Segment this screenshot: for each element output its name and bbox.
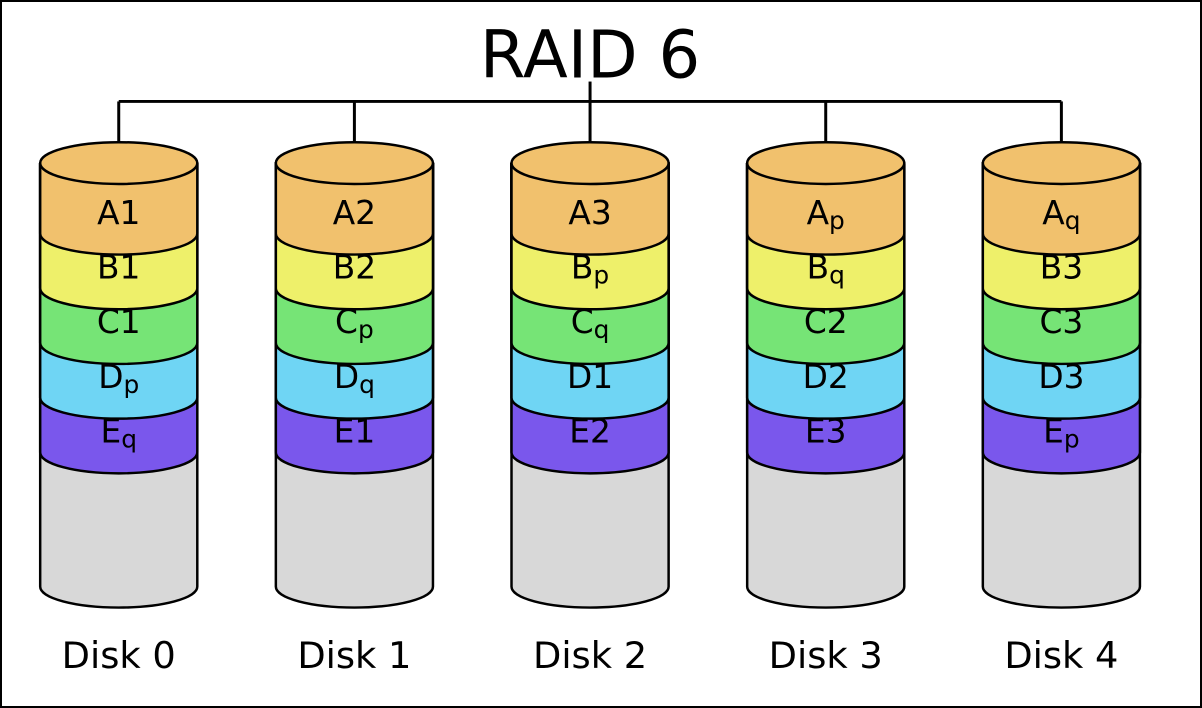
- block-label: E2: [569, 413, 611, 451]
- block-label: B3: [1040, 248, 1083, 286]
- block-label-base: D: [98, 358, 123, 396]
- block-label-sub: q: [1065, 205, 1081, 234]
- block-label-sub: q: [121, 424, 137, 453]
- block-label-base: E2: [569, 413, 611, 451]
- block-label-base: E1: [334, 413, 376, 451]
- block-label: Eq: [100, 413, 137, 453]
- disk-label-2: Disk 2: [533, 634, 647, 677]
- block-label-base: A: [1042, 194, 1065, 232]
- block-label-sub: p: [1064, 424, 1080, 453]
- block-label: Cq: [571, 303, 610, 343]
- block-label: B1: [97, 248, 140, 286]
- block-label: D2: [803, 358, 849, 396]
- block-label-base: A1: [97, 194, 140, 232]
- block-label: E1: [334, 413, 376, 451]
- block-label: D1: [567, 358, 613, 396]
- block-label: C1: [97, 303, 141, 341]
- block-label: Cp: [335, 303, 374, 343]
- disk-label-0: Disk 0: [62, 634, 176, 677]
- block-label-base: D1: [567, 358, 613, 396]
- disk-label-4: Disk 4: [1004, 634, 1118, 677]
- block-label-base: B: [807, 248, 830, 286]
- block-label-base: D2: [803, 358, 849, 396]
- block-label-base: A3: [568, 194, 611, 232]
- block-label: Aq: [1042, 194, 1080, 234]
- block-label-sub: q: [594, 315, 610, 344]
- block-label-base: D3: [1038, 358, 1084, 396]
- block-label-base: C2: [804, 303, 848, 341]
- block-label-sub: p: [358, 315, 374, 344]
- block-label-base: E: [1043, 413, 1064, 451]
- block-label: D3: [1038, 358, 1084, 396]
- block-label: Ep: [1043, 413, 1080, 453]
- block-label: A1: [97, 194, 140, 232]
- block-label-base: B2: [333, 248, 376, 286]
- block-label-base: D: [334, 358, 359, 396]
- block-label: A3: [568, 194, 611, 232]
- block-label: C3: [1039, 303, 1083, 341]
- disk-label-1: Disk 1: [297, 634, 411, 677]
- block-label: A2: [333, 194, 376, 232]
- block-label: Dq: [334, 358, 375, 398]
- block-label-base: C: [571, 303, 594, 341]
- block-label-sub: q: [359, 369, 375, 398]
- block-label-base: B: [571, 248, 594, 286]
- block-label: Dp: [98, 358, 139, 398]
- block-label-base: E: [100, 413, 121, 451]
- block-label: E3: [805, 413, 847, 451]
- block-label-sub: q: [829, 260, 845, 289]
- block-label-base: C1: [97, 303, 141, 341]
- block-label-sub: p: [593, 260, 609, 289]
- block-label-base: C3: [1039, 303, 1083, 341]
- block-label: B2: [333, 248, 376, 286]
- disk-label-3: Disk 3: [769, 634, 883, 677]
- block-label: C2: [804, 303, 848, 341]
- block-label: Bq: [807, 248, 845, 288]
- block-label-base: C: [335, 303, 358, 341]
- block-label: Bp: [571, 248, 609, 288]
- block-label-base: B3: [1040, 248, 1083, 286]
- block-label-sub: p: [123, 369, 139, 398]
- block-label-base: B1: [97, 248, 140, 286]
- block-label-sub: p: [829, 205, 845, 234]
- block-label-base: E3: [805, 413, 847, 451]
- block-label-base: A: [807, 194, 830, 232]
- diagram-title: RAID 6: [480, 18, 700, 94]
- block-label: Ap: [807, 194, 845, 234]
- block-label-base: A2: [333, 194, 376, 232]
